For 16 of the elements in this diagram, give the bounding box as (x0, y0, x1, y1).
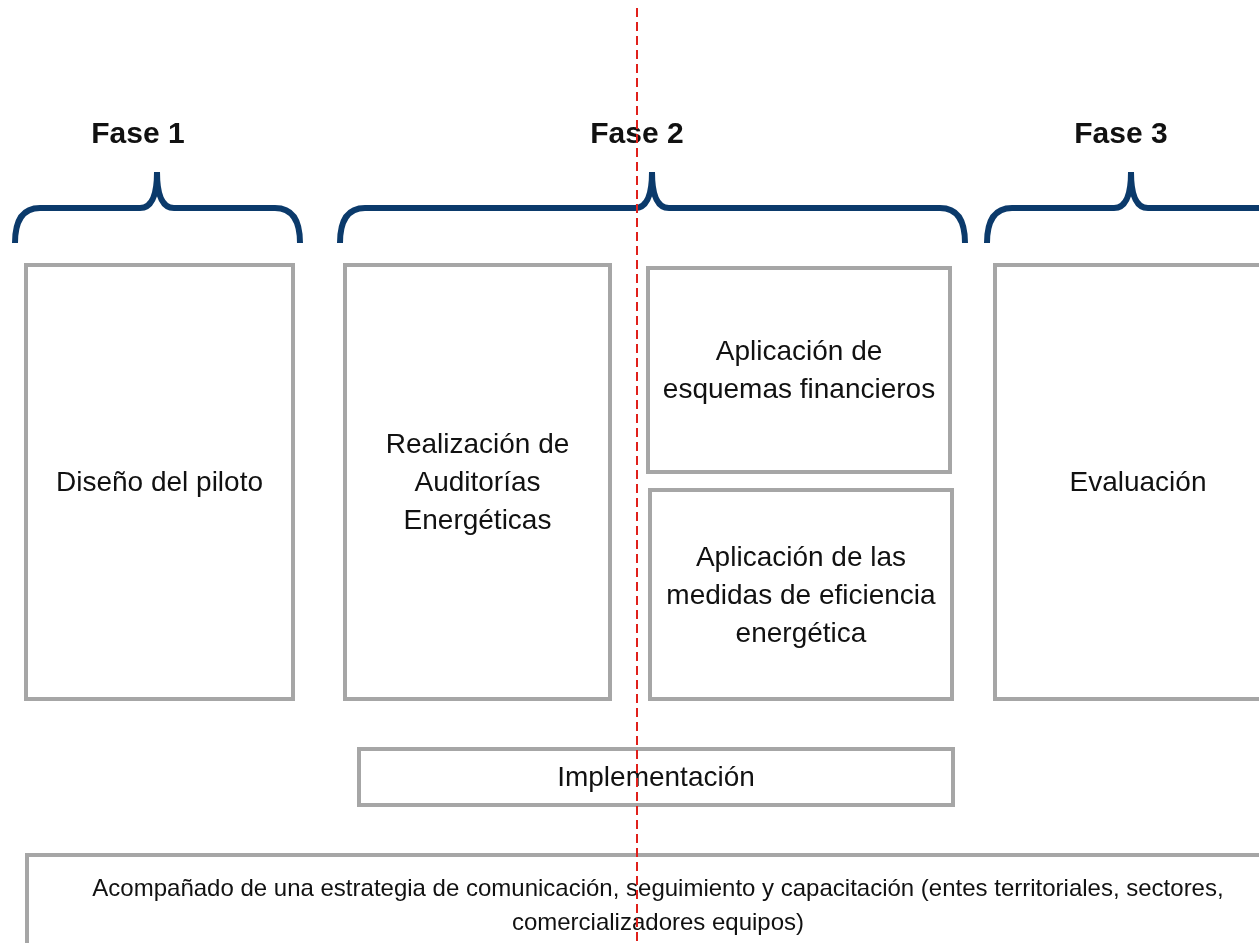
box-text: Implementación (557, 760, 755, 794)
process-box (24, 263, 295, 701)
process-box (357, 747, 955, 807)
box-text: Acompañado de una estrategia de comunicación, seguimiento y capacitación (entes territoriales, sectores, comercializadores equipos) (91, 873, 1225, 937)
box-text: Realización de Auditorías Energéticas (384, 427, 571, 537)
phase-heading: Fase 2 (590, 116, 684, 150)
process-box (646, 266, 952, 474)
box-text: Aplicación de las medidas de eficiencia energética (665, 539, 937, 650)
box-text: Diseño del piloto (56, 465, 263, 499)
process-box (343, 263, 612, 701)
phase-heading: Fase 3 (1074, 116, 1168, 150)
box-text: Evaluación (1069, 465, 1207, 499)
phase-heading: Fase 1 (91, 116, 185, 150)
process-box (648, 488, 954, 701)
box-text: Aplicación de esquemas financieros (662, 334, 936, 406)
process-box (993, 263, 1259, 701)
